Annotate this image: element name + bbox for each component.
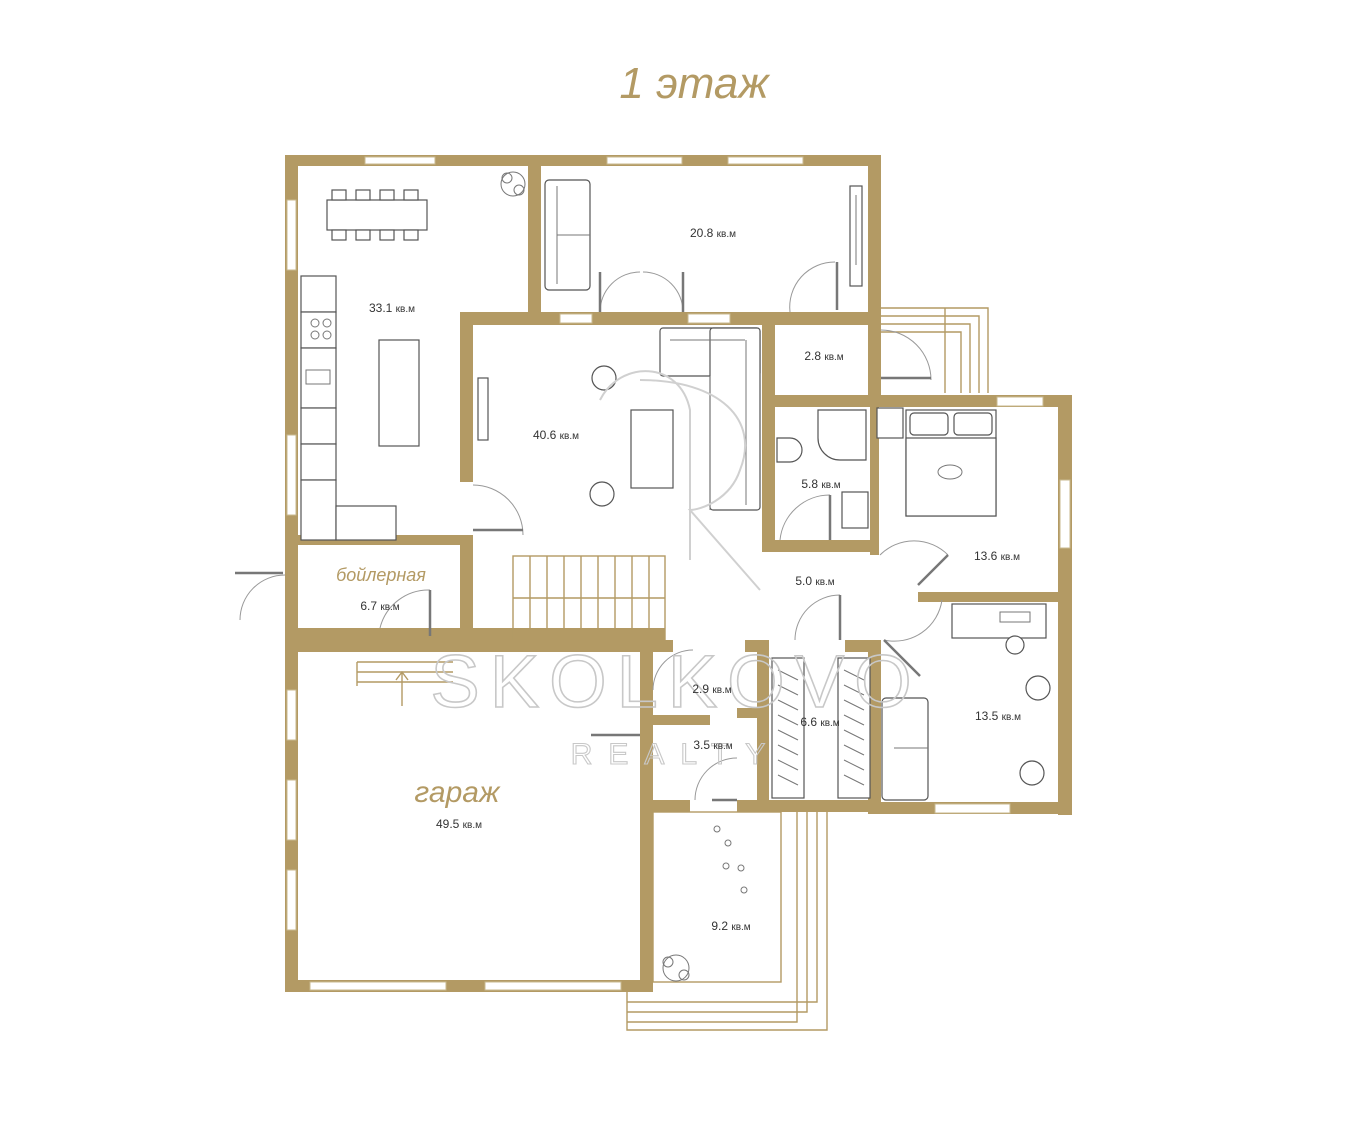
- floor-title: 1 этаж: [619, 59, 770, 108]
- room-hall-label: 5.0 кв.м: [795, 574, 834, 588]
- room-office-label: 13.5 кв.м: [975, 709, 1021, 723]
- room-boiler-label: 6.7 кв.м: [360, 599, 399, 613]
- room-garage-name: гараж: [414, 776, 501, 809]
- room-corridor-label: 3.5 кв.м: [693, 738, 732, 752]
- windows: [286, 156, 1071, 991]
- room-bathroom-label: 5.8 кв.м: [801, 477, 840, 491]
- walls: [285, 155, 1072, 992]
- watermark-sub: REALTY: [571, 738, 781, 771]
- room-terrace-label: 9.2 кв.м: [711, 919, 750, 933]
- room-wardrobe-label: 6.6 кв.м: [800, 715, 839, 729]
- room-bedroom-top-label: 20.8 кв.м: [690, 226, 736, 240]
- room-bedroom-right-label: 13.6 кв.м: [974, 549, 1020, 563]
- room-storage-label: 2.9 кв.м: [692, 682, 731, 696]
- watermark: SKOLKOVO REALTY: [430, 370, 921, 772]
- furniture: [300, 171, 1051, 982]
- room-garage-label: 49.5 кв.м: [436, 817, 482, 831]
- room-kitchen-label: 33.1 кв.м: [369, 301, 415, 315]
- stairs: [356, 307, 989, 1031]
- room-living-label: 40.6 кв.м: [533, 428, 579, 442]
- doors: [235, 261, 949, 802]
- room-boiler-name: бойлерная: [336, 565, 426, 585]
- watermark-brand: SKOLKOVO: [430, 640, 921, 723]
- room-vestibule-label: 2.8 кв.м: [804, 349, 843, 363]
- room-labels: 33.1 кв.м 20.8 кв.м 40.6 кв.м 2.8 кв.м 5…: [336, 226, 1021, 933]
